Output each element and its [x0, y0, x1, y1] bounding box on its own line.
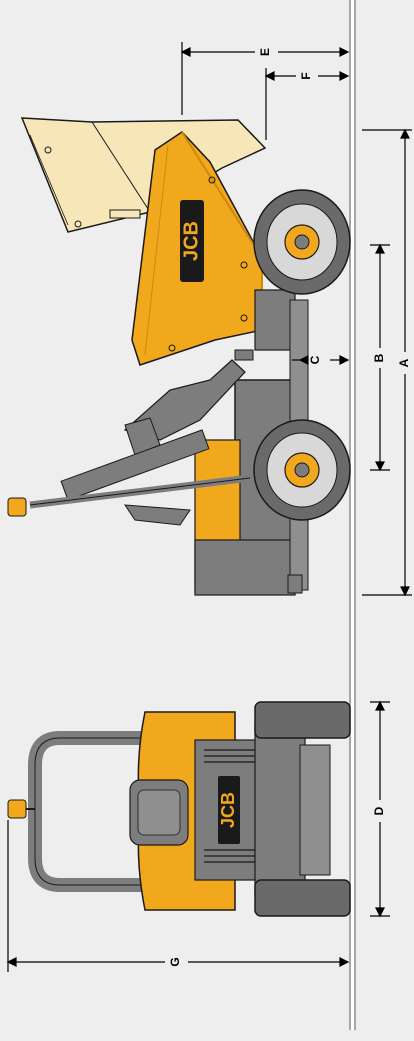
front-wheel — [253, 189, 351, 295]
main-skip: JCB — [131, 131, 263, 366]
dimension-label-f: F — [299, 72, 313, 79]
jcb-logo-front — [218, 776, 240, 844]
jcb-logo-side — [180, 200, 204, 282]
dimension-lines — [6, 42, 412, 972]
dimension-label-b: B — [372, 353, 386, 362]
beacon-light-side — [7, 497, 27, 517]
control-arm — [7, 359, 251, 526]
dimension-label-e: E — [258, 48, 272, 56]
side-view: JCB — [7, 117, 351, 596]
beacon-light-front — [7, 799, 27, 819]
front-view: JCB — [7, 701, 351, 917]
dimension-label-a: A — [397, 358, 411, 367]
jcb-logo-front-text: JCB — [218, 792, 238, 828]
dimension-label-d: D — [372, 806, 386, 815]
ground-strip — [349, 0, 356, 1030]
dimension-label-g: G — [168, 957, 182, 966]
front-tyre-left — [254, 701, 351, 739]
raised-skip — [20, 117, 267, 233]
jcb-logo-side-text: JCB — [180, 221, 202, 261]
rear-wheel — [253, 419, 351, 521]
front-tyre-right — [254, 879, 351, 917]
dimension-label-c: C — [308, 355, 322, 364]
